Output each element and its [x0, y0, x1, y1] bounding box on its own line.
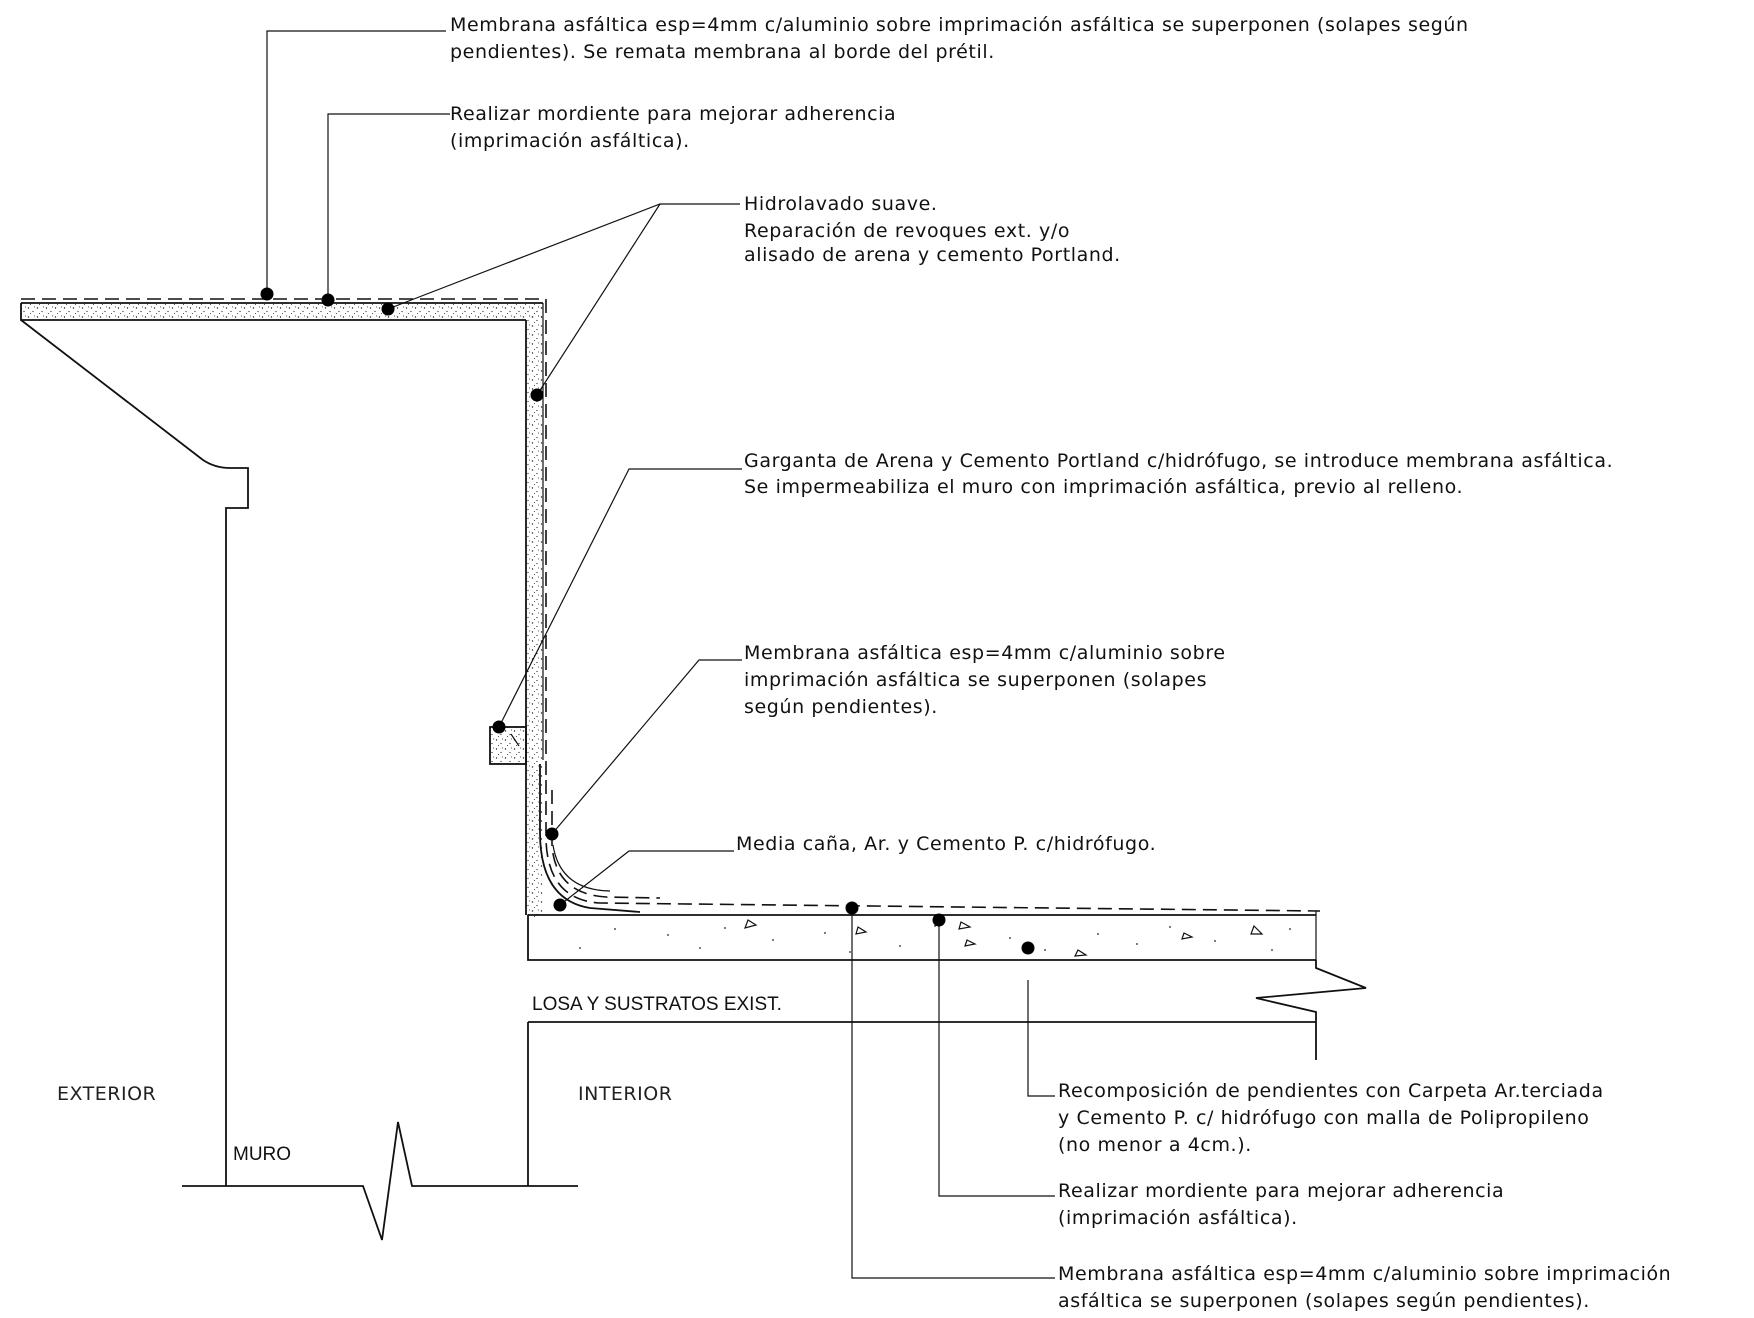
- note-media-cana: Media caña, Ar. y Cemento P. c/hidrófugo…: [736, 833, 1156, 855]
- exterior-label: EXTERIOR: [57, 1083, 156, 1105]
- note-hidrolavado: Hidrolavado suave. Reparación de revoque…: [744, 193, 1121, 266]
- lower-walls: [182, 1022, 578, 1241]
- note-recomposicion: Recomposición de pendientes con Carpeta …: [1058, 1080, 1604, 1156]
- note-line: Hidrolavado suave.: [744, 193, 938, 215]
- note-line: Media caña, Ar. y Cemento P. c/hidrófugo…: [736, 833, 1156, 855]
- note-line: Membrana asfáltica esp=4mm c/aluminio so…: [1058, 1263, 1671, 1285]
- media-cana: [539, 764, 1321, 913]
- note-line: (imprimación asfáltica).: [450, 130, 690, 152]
- note-line: (no menor a 4cm.).: [1058, 1134, 1252, 1156]
- note-line: alisado de arena y cemento Portland.: [744, 244, 1121, 266]
- note-line: imprimación asfáltica se superponen (sol…: [744, 669, 1207, 691]
- note-line: y Cemento P. c/ hidrófugo con malla de P…: [1058, 1107, 1589, 1129]
- note-line: Membrana asfáltica esp=4mm c/aluminio so…: [450, 14, 1469, 36]
- note-line: asfáltica se superponen (solapes según p…: [1058, 1290, 1590, 1312]
- leader-lines: [266, 30, 1055, 1279]
- note-line: según pendientes).: [744, 696, 938, 718]
- interior-label: INTERIOR: [578, 1083, 672, 1105]
- note-floor-mordiente: Realizar mordiente para mejorar adherenc…: [1058, 1180, 1504, 1229]
- note-line: Realizar mordiente para mejorar adherenc…: [1058, 1180, 1504, 1202]
- note-garganta: Garganta de Arena y Cemento Portland c/h…: [744, 450, 1613, 498]
- note-line: (imprimación asfáltica).: [1058, 1207, 1298, 1229]
- note-top-mordiente: Realizar mordiente para mejorar adherenc…: [450, 103, 896, 152]
- note-line: Se impermeabiliza el muro con imprimació…: [744, 476, 1463, 498]
- note-line: Realizar mordiente para mejorar adherenc…: [450, 103, 896, 125]
- note-top-membrane: Membrana asfáltica esp=4mm c/aluminio so…: [450, 14, 1469, 63]
- parapet-cornice: [20, 298, 547, 1186]
- note-line: Recomposición de pendientes con Carpeta …: [1058, 1080, 1604, 1102]
- note-line: Reparación de revoques ext. y/o: [744, 220, 1070, 242]
- garganta-block: [489, 726, 527, 765]
- floor-slab: [527, 911, 1367, 1060]
- callout-dots: [260, 287, 1035, 955]
- note-wall-membrane: Membrana asfáltica esp=4mm c/aluminio so…: [744, 642, 1226, 718]
- note-line: Garganta de Arena y Cemento Portland c/h…: [744, 450, 1613, 472]
- losa-label: LOSA Y SUSTRATOS EXIST.: [532, 994, 782, 1015]
- note-floor-membrane: Membrana asfáltica esp=4mm c/aluminio so…: [1058, 1263, 1671, 1312]
- note-line: pendientes). Se remata membrana al borde…: [450, 41, 995, 63]
- muro-label: MURO: [233, 1144, 291, 1165]
- note-line: Membrana asfáltica esp=4mm c/aluminio so…: [744, 642, 1226, 664]
